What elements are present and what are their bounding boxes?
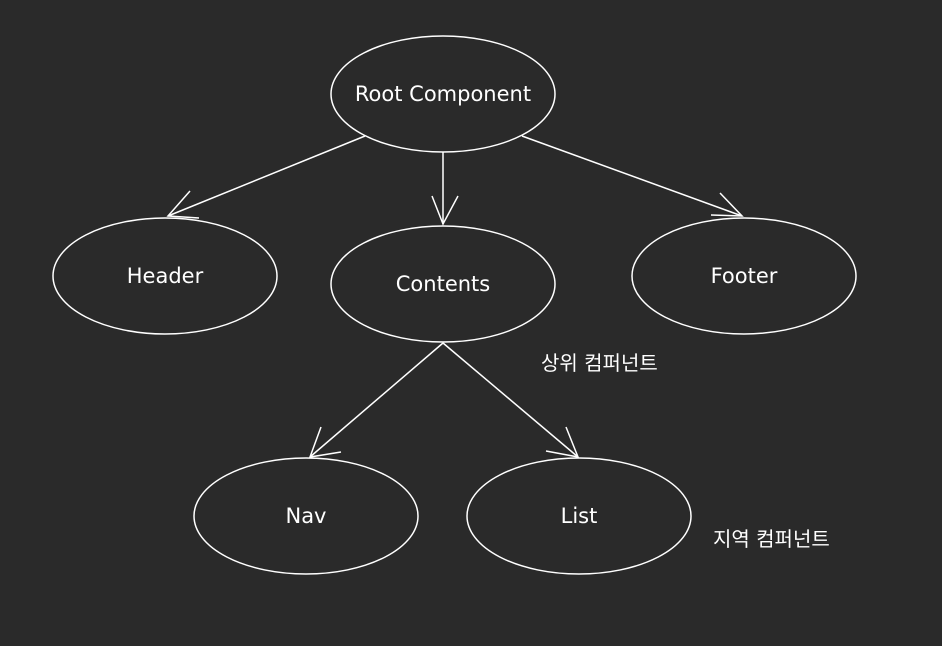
node-list: List <box>466 457 692 575</box>
node-root-label: Root Component <box>355 82 531 106</box>
node-nav-shape <box>193 457 419 575</box>
edges <box>166 135 744 458</box>
edge-root-to-footer <box>521 135 744 217</box>
node-nav-label: Nav <box>285 504 326 528</box>
node-footer: Footer <box>631 217 857 335</box>
node-root-component: Root Component <box>330 35 556 153</box>
node-footer-label: Footer <box>711 264 778 288</box>
node-nav: Nav <box>193 457 419 575</box>
edge-root-to-header <box>166 135 366 219</box>
edge-contents-to-nav <box>308 342 444 458</box>
node-contents-label: Contents <box>396 272 490 296</box>
node-contents-shape <box>330 225 556 343</box>
node-list-label: List <box>561 504 598 528</box>
node-root-shape <box>330 35 556 153</box>
node-list-shape <box>466 457 692 575</box>
node-header-label: Header <box>127 264 204 288</box>
annotation-upper-component: 상위 컴퍼넌트 <box>541 351 658 375</box>
node-header: Header <box>52 217 278 335</box>
edge-contents-to-list <box>442 342 580 458</box>
node-footer-shape <box>631 217 857 335</box>
edge-root-to-contents <box>431 152 459 226</box>
annotation-local-component: 지역 컴퍼넌트 <box>713 527 830 551</box>
node-contents: Contents <box>330 225 556 343</box>
node-header-shape <box>52 217 278 335</box>
